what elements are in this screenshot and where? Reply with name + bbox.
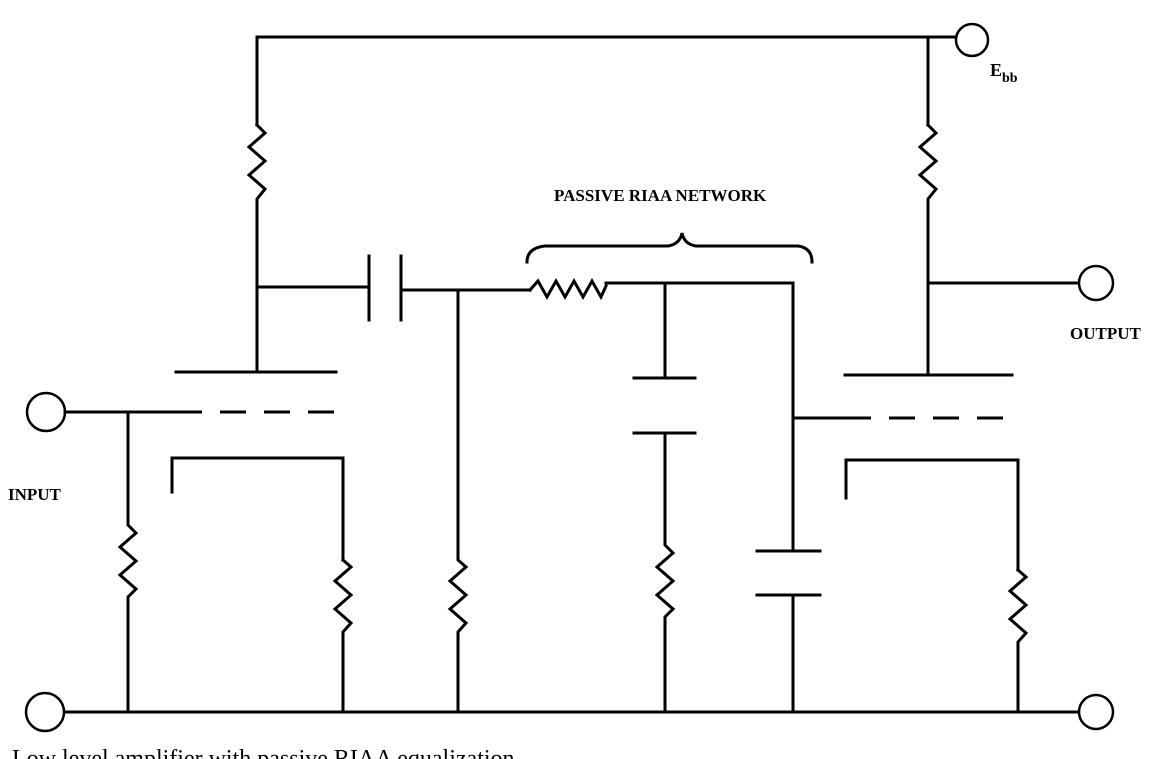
supply-rail	[255, 35, 959, 127]
v1-plate-resistor	[246, 122, 268, 374]
supply-terminal	[954, 22, 990, 58]
grid-resistor	[117, 410, 139, 714]
supply-label: Ebb	[990, 60, 1018, 86]
network-brace	[525, 232, 814, 264]
network-shunt-resistor	[654, 431, 676, 714]
v1-cathode-resistor	[332, 557, 354, 714]
network-label: PASSIVE RIAA NETWORK	[554, 186, 767, 205]
ground-terminal-right	[1077, 693, 1115, 731]
v1-cathode	[170, 456, 345, 562]
v1-tube	[170, 370, 345, 562]
ground-terminal-left	[24, 691, 66, 733]
input-terminal	[25, 391, 67, 433]
v2-cathode	[844, 458, 1020, 572]
v2-cathode-resistor	[1007, 567, 1029, 714]
v2-grid-leak-resistor	[447, 288, 469, 714]
output-terminal	[1077, 264, 1115, 302]
v2-plate-resistor	[917, 122, 939, 377]
output-label: OUTPUT	[1070, 324, 1142, 343]
input-label: INPUT	[8, 485, 62, 504]
network-series-resistor	[527, 277, 608, 301]
figure-caption: Low level amplifier with passive RIAA eq…	[12, 746, 515, 759]
v2-tube	[843, 373, 1020, 572]
